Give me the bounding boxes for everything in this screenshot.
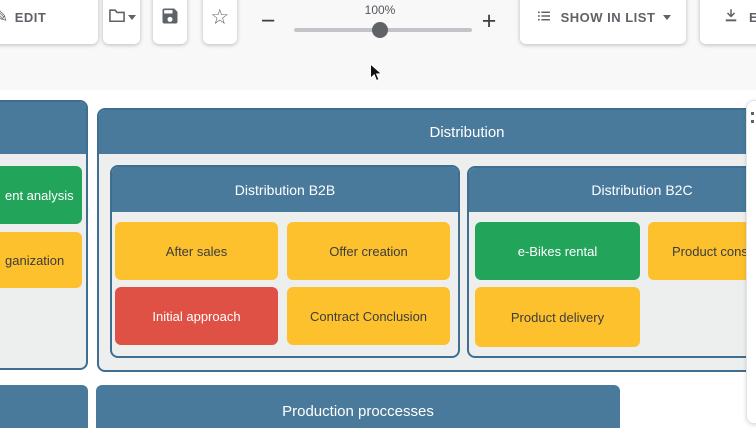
distribution-b2b-header[interactable]: Distribution B2B	[112, 167, 458, 212]
folder-button[interactable]	[103, 0, 140, 44]
panel-list-icon	[751, 120, 754, 123]
folder-icon	[108, 8, 126, 26]
process-box-product-consulting[interactable]: Product consu	[648, 222, 756, 280]
zoom-slider-thumb[interactable]	[372, 22, 388, 38]
export-button-label: E	[749, 9, 756, 25]
process-box-ent-analysis[interactable]: ent analysis	[0, 166, 82, 224]
edit-button-label: EDIT	[14, 9, 47, 25]
save-icon	[160, 6, 180, 29]
mouse-cursor	[369, 62, 383, 89]
group-left-cutoff[interactable]: ent analysis ganization	[0, 100, 88, 370]
process-box-ebikes-rental[interactable]: e-Bikes rental	[475, 222, 640, 280]
zoom-level-label: 100%	[364, 3, 396, 17]
list-icon	[535, 7, 553, 28]
favorite-button[interactable]: ☆	[203, 0, 237, 44]
process-box-initial-approach[interactable]: Initial approach	[115, 287, 278, 345]
edit-button[interactable]: ✎ EDIT	[0, 0, 98, 44]
group-left-header[interactable]	[0, 102, 86, 154]
chevron-down-icon	[127, 14, 136, 20]
show-in-list-label: SHOW IN LIST	[560, 9, 656, 25]
group-distribution-b2b[interactable]: Distribution B2B After sales Offer creat…	[110, 165, 460, 358]
export-button[interactable]: E	[700, 0, 756, 44]
zoom-in-button[interactable]: +	[481, 7, 497, 35]
production-processes-header[interactable]: Production proccesses	[96, 385, 620, 428]
download-icon	[722, 7, 740, 28]
panel-list-icon	[751, 112, 754, 115]
toolbar: ✎ EDIT ☆ − 100% + SHOW IN LIST	[0, 0, 756, 90]
diagram-canvas: ent analysis ganization Distribution Dis…	[0, 90, 756, 428]
zoom-out-button[interactable]: −	[260, 7, 276, 35]
side-panel-cutoff[interactable]	[746, 100, 756, 424]
process-box-contract-conclusion[interactable]: Contract Conclusion	[287, 287, 450, 345]
group-distribution[interactable]: Distribution Distribution B2B After sale…	[97, 108, 756, 372]
process-box-product-delivery[interactable]: Product delivery	[475, 287, 640, 347]
distribution-b2c-header[interactable]: Distribution B2C	[469, 168, 756, 212]
chevron-down-icon	[663, 14, 672, 20]
pencil-icon: ✎	[0, 7, 9, 26]
star-icon: ☆	[210, 5, 230, 29]
group-distribution-b2c[interactable]: Distribution B2C e-Bikes rental Product …	[467, 166, 756, 358]
process-box-offer-creation[interactable]: Offer creation	[287, 222, 450, 280]
distribution-header[interactable]: Distribution	[99, 110, 756, 154]
process-box-organization[interactable]: ganization	[0, 232, 82, 288]
process-box-after-sales[interactable]: After sales	[115, 222, 278, 280]
save-button[interactable]	[153, 0, 187, 44]
show-in-list-button[interactable]: SHOW IN LIST	[520, 0, 686, 44]
group-bottom-left-cutoff[interactable]	[0, 385, 88, 428]
